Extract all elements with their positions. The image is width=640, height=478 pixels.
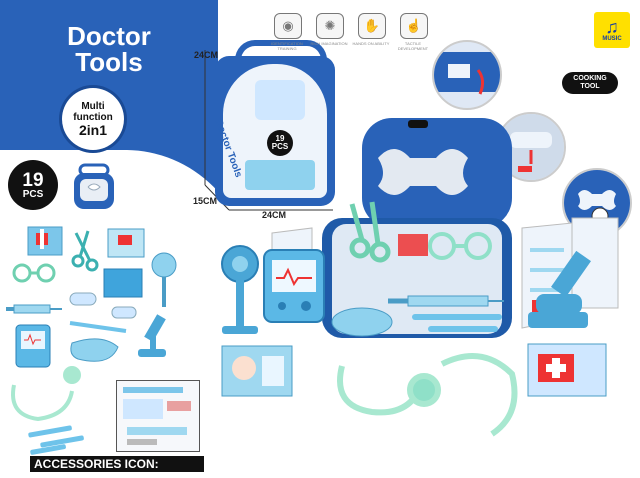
case-handle [235,40,327,66]
red-card [398,234,428,256]
dimension-width: 24CM [262,210,287,220]
badge-line2: function [73,111,113,123]
main-playset-illustration [221,118,619,437]
title-line1: Doctor [67,21,151,51]
first-aid-kit-toy [527,343,607,397]
syringe-toy [388,295,504,307]
case-lid [362,118,512,228]
medicine-box-icon [27,226,63,256]
first-aid-box-icon [107,228,145,258]
badge-line3: 2in1 [78,121,107,138]
package-box: Doctor Tools 19 PCS [213,40,335,206]
pcs-count: 19 [22,169,44,191]
kidney-tray-icon [70,338,119,362]
pcs-unit: PCS [22,188,44,200]
brain-icon: ✺ [316,13,344,39]
heart-monitor-icon [15,324,51,368]
detail-circle-latch [432,40,502,110]
tool-bar-toy [412,314,502,320]
syringe-icon [6,304,62,314]
feature-label: HANDS ON ABILITY [352,41,390,46]
head-mirror-stand [221,245,259,334]
feature-icons-row: ◉ IDENTIFICATION TRAINING ✺ RICH IMAGINA… [266,13,438,59]
touch-icon: ☝ [400,13,428,39]
mini-case-icon [74,163,114,209]
dimension-height: 24CM [194,50,219,60]
feature-label: TACTILE DEVELOPMENT [397,41,429,51]
scissors-icon [71,230,99,272]
pill-icon [69,292,97,306]
cooking-line1: COOKING [573,75,607,82]
badge-line1: Multi [81,100,105,112]
pcs-count-badge: 19 PCS [8,160,58,210]
feature-label: IDENTIFICATION TRAINING [271,41,303,51]
package-pcs-unit: PCS [271,142,289,151]
tool-bar-toy [428,326,498,332]
clipboard-icon [103,268,143,298]
dimension-depth: 15CM [193,196,218,206]
glasses-toy [428,232,492,260]
microscope-icon [138,314,166,357]
stethoscope-icon [11,366,81,422]
stethoscope-toy [337,353,518,437]
music-logo: ♫ MUSIC [594,12,630,48]
multi-function-badge: Multi function 2in1 [62,88,124,150]
accessories-icon-label: ACCESSORIES ICON: [30,456,204,472]
title-line2: Tools [75,47,143,77]
monitor-toy [263,249,325,323]
tray-toy [331,307,393,337]
scissors-toy [349,201,391,263]
package-pcs-badge: 19 PCS [267,130,293,156]
cognition-icon: ◉ [274,13,302,39]
music-label: MUSIC [602,36,622,42]
spatula-icons [28,425,84,455]
music-note-icon: ♫ [605,17,619,37]
package-inner-scene [255,80,305,120]
nurse-box-toy [221,345,293,397]
accessory-tools-group [6,226,177,455]
package-toys [245,160,315,190]
cooking-line2: TOOL [580,83,600,90]
tweezers-icon [69,321,127,333]
feature-label: RICH IMAGINATION [310,41,348,46]
microscope-toy [528,250,591,328]
cooking-tool-badge: COOKING TOOL [562,72,618,94]
head-mirror-icon [151,252,177,307]
glasses-icon [12,263,56,283]
package-pcs: 19 [275,134,285,143]
pill-icon [111,306,137,319]
sticker-sheet-thumbnail [116,380,200,452]
hands-icon: ✋ [358,13,386,39]
